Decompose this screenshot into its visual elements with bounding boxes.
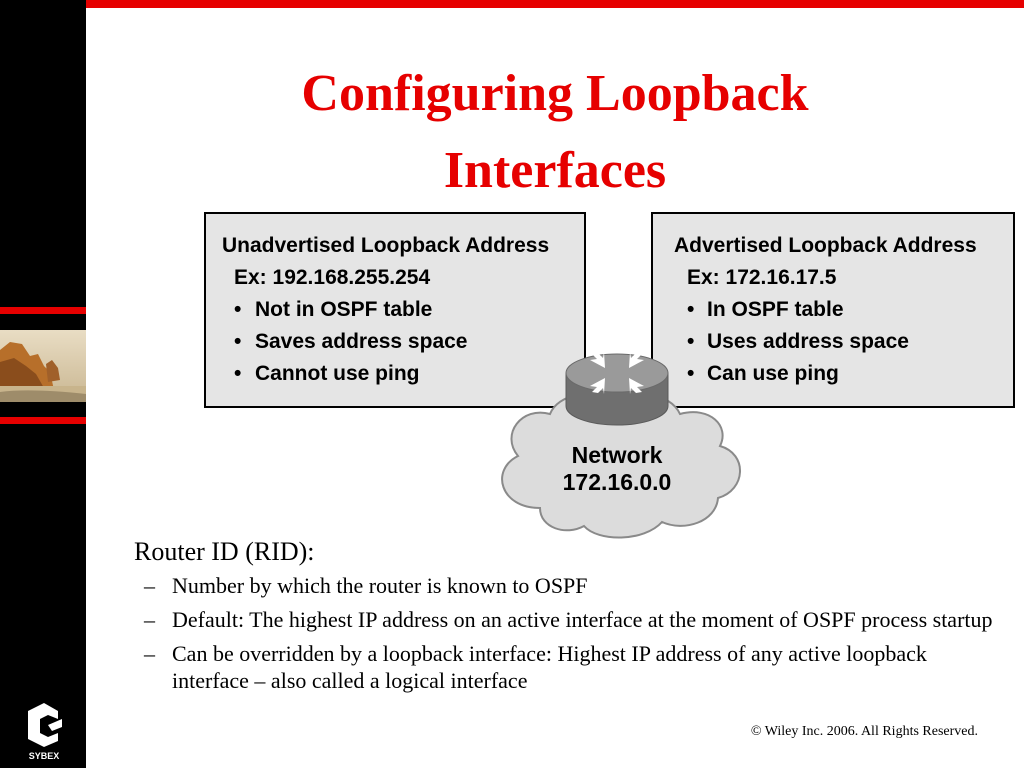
rid-bullet-text: Can be overridden by a loopback interfac… bbox=[172, 641, 927, 693]
unadvertised-bullet-dot: • bbox=[234, 362, 241, 385]
copyright-footer: © Wiley Inc. 2006. All Rights Reserved. bbox=[750, 724, 978, 739]
svg-text:SYBEX: SYBEX bbox=[29, 751, 60, 761]
dash-marker: – bbox=[144, 641, 155, 666]
advertised-bullet-1: In OSPF table bbox=[707, 298, 844, 321]
unadvertised-bullet-2: Saves address space bbox=[255, 330, 467, 353]
router-id-section: Router ID (RID): – Number by which the r… bbox=[134, 536, 994, 701]
dash-marker: – bbox=[144, 573, 155, 598]
advertised-loopback-box: Advertised Loopback Address Ex: 172.16.1… bbox=[651, 212, 1015, 408]
advertised-box-title: Advertised Loopback Address bbox=[674, 234, 977, 257]
coastline-photo bbox=[0, 330, 86, 402]
unadvertised-box-title: Unadvertised Loopback Address bbox=[222, 234, 549, 257]
unadvertised-bullet-dot: • bbox=[234, 298, 241, 321]
rid-bullet: – Number by which the router is known to… bbox=[134, 572, 994, 599]
sidebar-red-stripe bbox=[0, 307, 86, 314]
dash-marker: – bbox=[144, 607, 155, 632]
network-label: Network bbox=[572, 442, 663, 468]
unadvertised-loopback-box: Unadvertised Loopback Address Ex: 192.16… bbox=[204, 212, 586, 408]
title-line-1: Configuring Loopback bbox=[301, 65, 809, 122]
advertised-bullet-dot: • bbox=[687, 330, 694, 353]
unadvertised-box-example: Ex: 192.168.255.254 bbox=[234, 266, 430, 289]
rid-bullet-text: Number by which the router is known to O… bbox=[172, 573, 588, 598]
unadvertised-bullet-dot: • bbox=[234, 330, 241, 353]
rid-bullet-text: Default: The highest IP address on an ac… bbox=[172, 607, 993, 632]
unadvertised-bullet-1: Not in OSPF table bbox=[255, 298, 432, 321]
rid-bullet-list: – Number by which the router is known to… bbox=[134, 572, 994, 694]
advertised-bullet-2: Uses address space bbox=[707, 330, 909, 353]
unadvertised-bullet-3: Cannot use ping bbox=[255, 362, 420, 385]
router-icon bbox=[565, 352, 669, 426]
loopback-diagram: Unadvertised Loopback Address Ex: 192.16… bbox=[204, 212, 1015, 539]
sybex-logo: SYBEX bbox=[18, 697, 70, 763]
sidebar-red-stripe bbox=[0, 417, 86, 424]
advertised-bullet-3: Can use ping bbox=[707, 362, 839, 385]
advertised-box-example: Ex: 172.16.17.5 bbox=[687, 266, 837, 289]
rid-heading: Router ID (RID): bbox=[134, 537, 315, 566]
advertised-bullet-dot: • bbox=[687, 298, 694, 321]
network-address: 172.16.0.0 bbox=[563, 469, 672, 495]
rid-bullet: – Default: The highest IP address on an … bbox=[134, 606, 994, 633]
network-cloud: Network 172.16.0.0 bbox=[501, 392, 741, 539]
rid-bullet: – Can be overridden by a loopback interf… bbox=[134, 640, 994, 694]
advertised-bullet-dot: • bbox=[687, 362, 694, 385]
top-accent-bar bbox=[0, 0, 1024, 8]
title-line-2: Interfaces bbox=[443, 141, 667, 199]
slide-title: Configuring Loopback Interfaces bbox=[86, 56, 1024, 210]
